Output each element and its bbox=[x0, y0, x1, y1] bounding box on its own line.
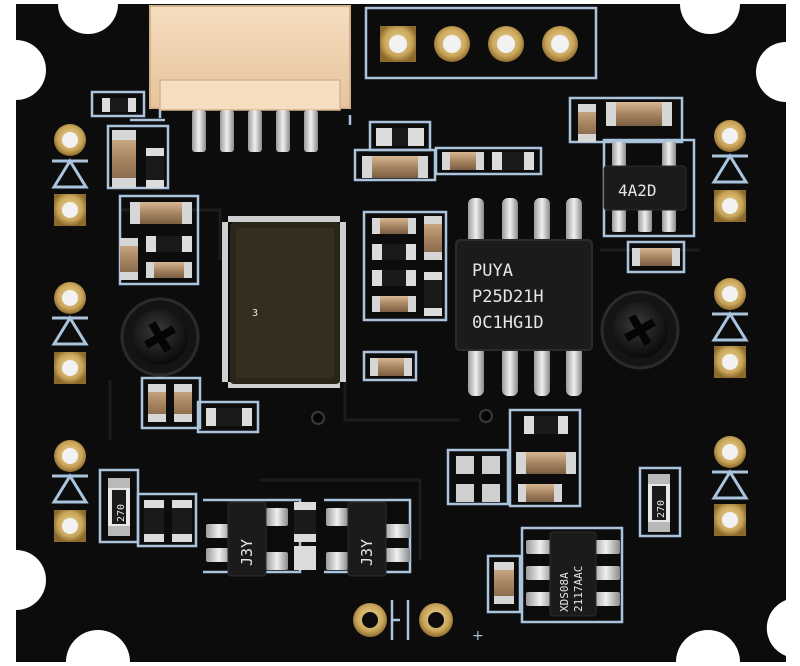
flash-marking-line-1: PUYA bbox=[472, 261, 513, 281]
resistor-right-marking: 270 bbox=[656, 500, 667, 518]
polarity-plus: + bbox=[472, 628, 484, 644]
transistor-right: J3Y bbox=[326, 501, 410, 577]
driver-chip: XDS08A 2117AAC bbox=[526, 531, 620, 617]
smd-components bbox=[102, 98, 680, 604]
screw-left bbox=[120, 297, 200, 377]
white-connector bbox=[149, 5, 351, 152]
transistor-right-marking: J3Y bbox=[358, 539, 376, 566]
screw-right bbox=[600, 290, 680, 370]
flash-marking-line-2: P25D21H bbox=[472, 287, 544, 307]
diode-symbols bbox=[51, 153, 749, 504]
transistor-left-marking: J3Y bbox=[238, 539, 256, 566]
regulator-marking: 4A2D bbox=[618, 181, 657, 200]
regulator-chip: 4A2D bbox=[603, 142, 687, 232]
flash-chip: PUYA P25D21H 0C1HG1D bbox=[455, 198, 593, 396]
controller-chip: 3 bbox=[222, 216, 346, 388]
resistor-right: 270 bbox=[648, 474, 670, 532]
vias bbox=[311, 409, 493, 425]
controller-dot-label: 3 bbox=[252, 308, 258, 319]
driver-marking-line-2: 2117AAC bbox=[572, 566, 585, 612]
header-pads bbox=[380, 26, 578, 62]
transistor-left: J3Y bbox=[206, 501, 288, 577]
flash-marking-line-3: 0C1HG1D bbox=[472, 313, 544, 333]
pcb-substrate bbox=[16, 4, 786, 662]
resistor-left-marking: 270 bbox=[116, 504, 127, 522]
resistor-left: 270 bbox=[108, 478, 130, 536]
led-pads bbox=[54, 120, 746, 542]
driver-marking-line-1: XDS08A bbox=[558, 572, 571, 612]
bottom-pads bbox=[353, 603, 453, 637]
